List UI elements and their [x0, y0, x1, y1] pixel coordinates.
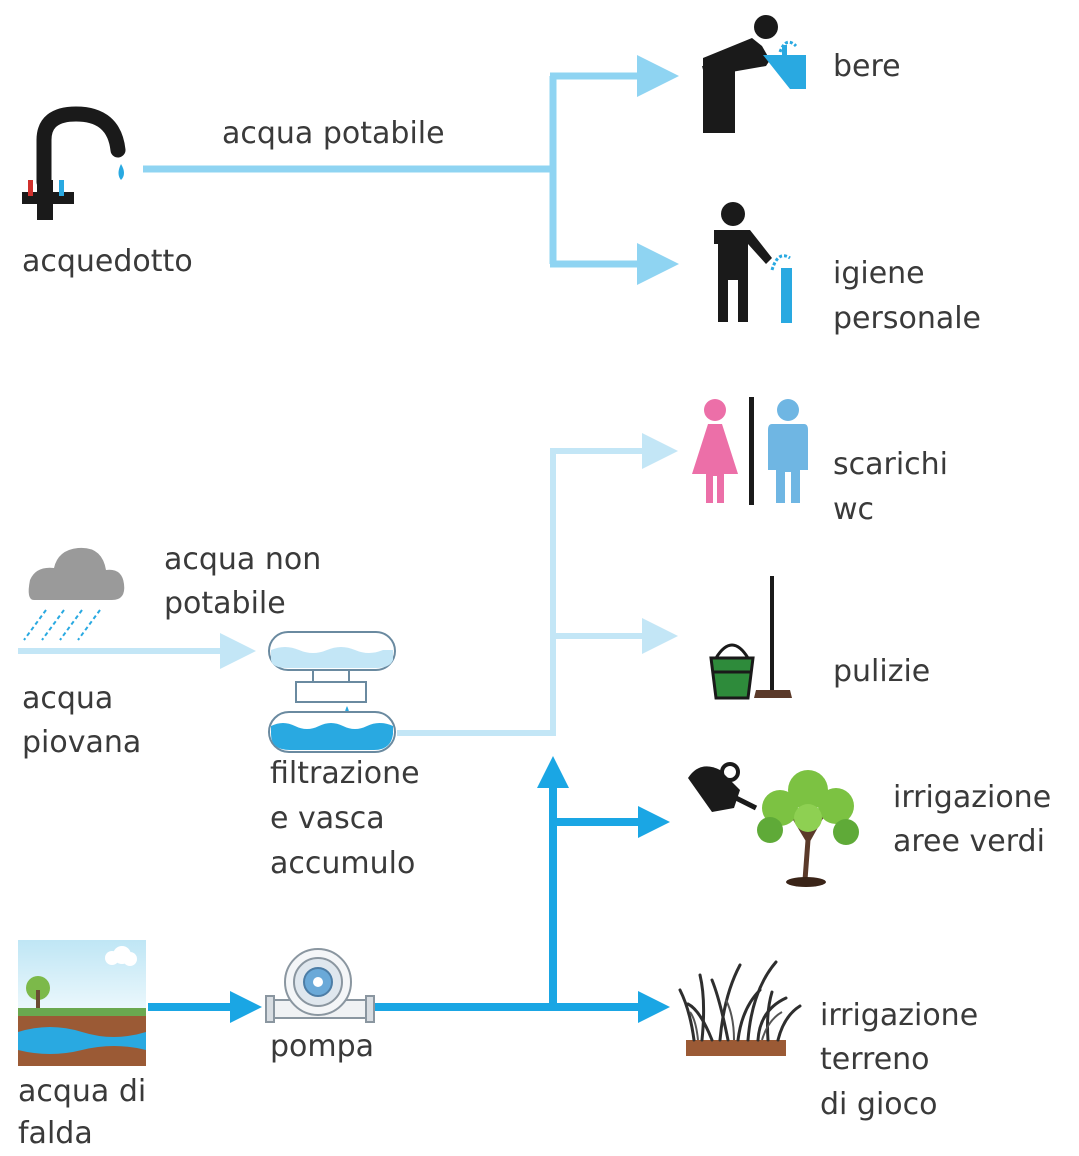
rainwater-label-1: acqua [22, 681, 114, 716]
faucet-icon [22, 106, 126, 220]
non-potable-label-1: acqua non [164, 542, 322, 577]
potable-flow-lines [143, 55, 679, 285]
irrigation-green-label-2: aree verdi [893, 824, 1045, 859]
potable-flow-label: acqua potabile [222, 116, 445, 151]
irrigation-field-label-1: irrigazione [820, 998, 979, 1033]
filtration-label-1: filtrazione [270, 756, 420, 791]
irrigation-field-label-3: di gioco [820, 1087, 938, 1122]
bucket-mop-icon [709, 576, 792, 700]
drink-label: bere [833, 49, 901, 84]
irrigation-green-label-1: irrigazione [893, 780, 1052, 815]
pump-icon [265, 948, 375, 1023]
groundwater-flow-lines [148, 756, 670, 1023]
wc-label-2: wc [833, 492, 875, 527]
irrigation-field-label-2: terreno [820, 1042, 930, 1077]
watering-can-tree-icon [688, 762, 859, 887]
rain-cloud-icon [23, 547, 125, 641]
filter-tank-icon [268, 631, 396, 753]
filtration-label-2: e vasca [270, 801, 385, 836]
aquifer-icon [18, 940, 146, 1066]
rainwater-label-2: piovana [22, 725, 142, 760]
drinking-fountain-icon [702, 15, 806, 133]
grass-turf-icon [678, 960, 802, 1056]
pump-label: pompa [270, 1029, 375, 1064]
aqueduct-label: acquedotto [22, 244, 193, 279]
non-potable-label-2: potabile [164, 586, 286, 621]
hygiene-label-2: personale [833, 301, 982, 336]
wc-label-1: scarichi [833, 447, 949, 482]
washing-person-icon [714, 202, 792, 323]
groundwater-label-2: falda [18, 1116, 93, 1151]
filtration-label-3: accumulo [270, 846, 416, 881]
cleaning-label: pulizie [833, 654, 931, 689]
restroom-icon [692, 397, 808, 505]
non-potable-flow-lines [18, 433, 678, 736]
hygiene-label-1: igiene [833, 256, 925, 291]
groundwater-label-1: acqua di [18, 1074, 147, 1109]
